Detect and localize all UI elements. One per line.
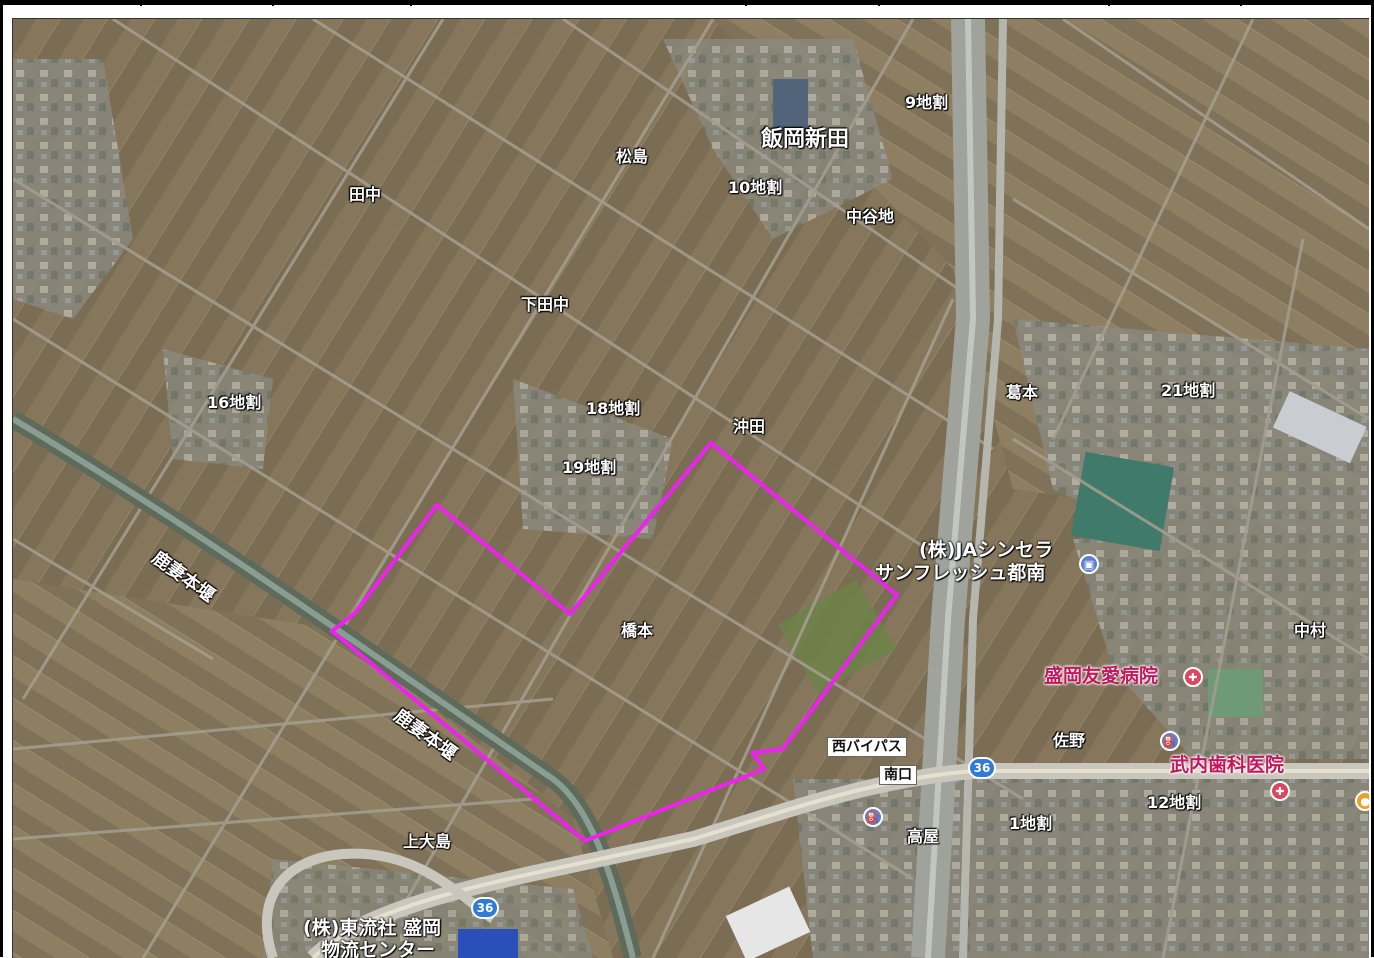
label-tanaka: 田中 [349,185,382,204]
table-column-divider [272,0,274,6]
label-matsushima: 松島 [616,147,649,166]
poi-pin-icon[interactable]: ● [1355,791,1369,811]
table-column-divider [745,0,747,6]
label-kamioshima: 上大島 [403,832,452,851]
hospital-pin-icon[interactable]: ✚ [1183,667,1203,687]
label-hashimoto: 橋本 [621,621,654,640]
label-19-chiwari: 19地割 [562,458,617,477]
poi-ja-shincera-line2[interactable]: サンフレッシュ都南 [875,562,1046,584]
table-column-divider [140,0,142,6]
sign-minamiguchi: 南口 [879,765,917,785]
label-okita: 沖田 [733,417,766,436]
shopping-pin-icon[interactable]: ▣ [1079,554,1099,574]
label-16-chiwari: 16地割 [207,393,262,412]
poi-toryusha-line2[interactable]: 物流センター [321,939,436,958]
label-shimotanaka: 下田中 [521,295,570,314]
label-12-chiwari: 12地割 [1147,793,1202,812]
label-kuzumoto: 葛本 [1006,383,1039,402]
route-36-shield-icon: 36 [471,897,499,919]
table-column-divider [878,0,880,6]
poi-takeuchi-dental-clinic[interactable]: 武内歯科医院 [1170,754,1285,776]
route-36-shield-icon: 36 [968,757,996,779]
gas-station-pin-icon[interactable]: ⛽ [1160,731,1180,751]
sign-nishi-bypass: 西バイパス [827,737,907,757]
label-9-chiwari: 9地割 [905,93,949,112]
label-nakamura: 中村 [1294,621,1327,640]
label-takaya: 高屋 [907,827,940,846]
label-10-chiwari: 10地割 [728,178,783,197]
label-1-chiwari: 1地割 [1009,814,1053,833]
label-iioka-shinden: 飯岡新田 [761,127,850,152]
dental-pin-icon[interactable]: ✚ [1270,781,1290,801]
label-21-chiwari: 21地割 [1161,381,1216,400]
label-nakayachi: 中谷地 [846,207,895,226]
area-boundary [328,440,900,844]
map-imagery [13,19,1369,958]
gas-station-pin-icon[interactable]: ⛽ [863,807,883,827]
table-column-divider [1240,0,1242,6]
label-18-chiwari: 18地割 [586,399,641,418]
label-sano: 佐野 [1053,731,1086,750]
poi-morioka-yuai-hospital[interactable]: 盛岡友愛病院 [1044,665,1159,687]
table-column-divider [410,0,412,6]
poi-ja-shincera-line1[interactable]: (株)JAシンセラ [919,539,1054,561]
poi-toryusha-line1[interactable]: (株)東流社 盛岡 [303,917,441,939]
table-column-divider [1108,0,1110,6]
satellite-map[interactable]: 9地割 飯岡新田 松島 田中 10地割 中谷地 下田中 16地割 18地割 沖田… [12,18,1369,958]
